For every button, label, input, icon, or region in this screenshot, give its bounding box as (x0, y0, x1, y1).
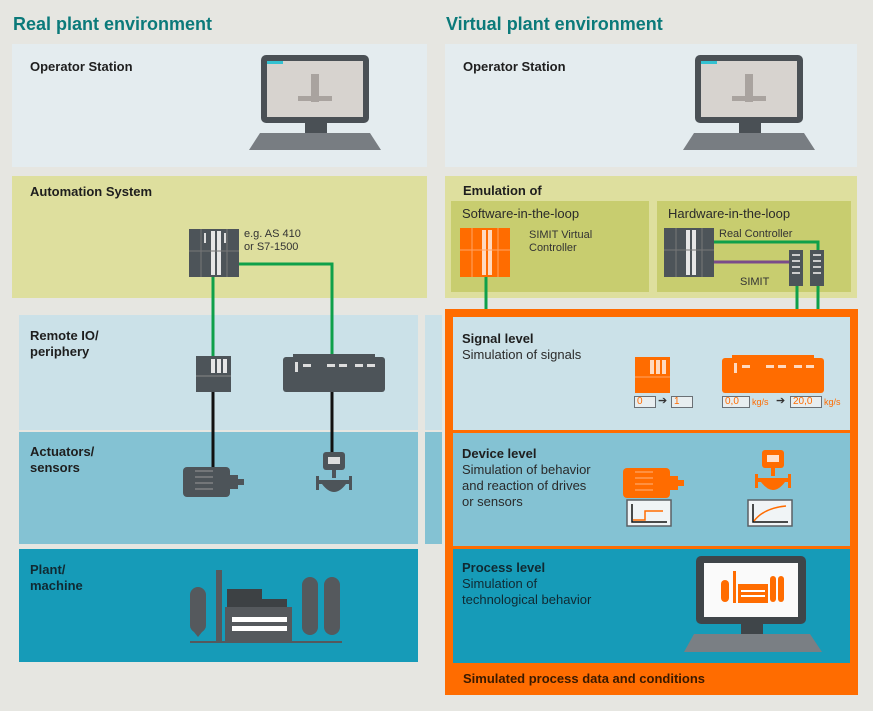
distributed-io-icon (283, 354, 385, 392)
controller-note-line1: e.g. AS 410 (244, 228, 301, 240)
sil-label-line1: SIMIT Virtual (529, 229, 593, 241)
process-level-subtitle: Simulation of technological behavior (462, 576, 591, 608)
simit-label: SIMIT (740, 276, 770, 288)
real-controller-icon (664, 228, 714, 277)
device-sub-line3: or sensors (462, 494, 523, 509)
controller-note-line2: or S7-1500 (244, 241, 299, 253)
remote-io-line1: Remote IO/ (30, 328, 99, 343)
band-divider-strip (425, 315, 442, 430)
process-simulation-monitor-icon (684, 556, 822, 652)
simulated-motor-icon (623, 468, 684, 498)
flow-sensor-icon (316, 452, 352, 492)
plant-line2: machine (30, 578, 83, 593)
ramp-response-chart-icon (747, 499, 793, 527)
process-sub-line1: Simulation of (462, 576, 538, 591)
device-sub-line2: and reaction of drives (462, 478, 587, 493)
operator-station-label: Operator Station (463, 59, 566, 74)
analog-input-value: 0,0 (722, 396, 750, 408)
plant-line1: Plant/ (30, 562, 66, 577)
process-level-title: Process level (462, 560, 546, 575)
simulated-flow-sensor-icon (755, 450, 791, 490)
real-plant-heading: Real plant environment (13, 14, 213, 34)
signal-level-title: Signal level (462, 331, 534, 346)
operator-monitor-icon (249, 55, 381, 150)
analog-input-unit: kg/s (752, 397, 769, 407)
digital-io-module-icon (635, 357, 670, 393)
analog-output-unit: kg/s (824, 397, 841, 407)
signal-level-subtitle: Simulation of signals (462, 347, 582, 362)
arrow-icon: ➔ (776, 395, 786, 407)
actuators-label: Actuators/ sensors (30, 444, 94, 476)
industrial-plant-icon (190, 570, 342, 643)
process-sub-line2: technological behavior (462, 592, 592, 607)
sil-title: Software-in-the-loop (462, 206, 580, 221)
emulation-title: Emulation of (463, 183, 542, 198)
band-divider-strip (425, 432, 442, 544)
operator-monitor-icon (683, 55, 815, 150)
remote-io-module-icon (196, 356, 231, 392)
virtual-plant-heading: Virtual plant environment (446, 14, 663, 34)
actuators-line1: Actuators/ (30, 444, 95, 459)
hil-title: Hardware-in-the-loop (668, 206, 791, 221)
simit-virtual-controller-icon (460, 228, 510, 277)
real-controller-label: Real Controller (719, 228, 793, 240)
motor-icon (183, 467, 244, 497)
analog-io-module-icon (722, 355, 824, 393)
sil-label-line2: Controller (529, 242, 577, 254)
actuators-line2: sensors (30, 460, 80, 475)
controller-note: e.g. AS 410 or S7-1500 (244, 228, 301, 254)
remote-io-line2: periphery (30, 344, 90, 359)
device-level-subtitle: Simulation of behavior and reaction of d… (462, 462, 591, 510)
automation-system-label: Automation System (30, 184, 153, 199)
sil-label: SIMIT Virtual Controller (529, 229, 592, 255)
automation-controller-icon (189, 229, 239, 277)
analog-output-value: 20,0 (790, 396, 822, 408)
device-sub-line1: Simulation of behavior (462, 462, 591, 477)
simit-io-modules-icon (789, 250, 824, 286)
remote-io-label: Remote IO/ periphery (30, 328, 99, 360)
plant-label: Plant/ machine (30, 562, 83, 594)
step-response-chart-icon (626, 499, 672, 527)
arrow-icon: ➔ (658, 395, 668, 407)
device-level-title: Device level (462, 446, 537, 461)
digital-input-value: 0 (634, 396, 656, 408)
operator-station-label: Operator Station (30, 59, 133, 74)
digital-output-value: 1 (671, 396, 693, 408)
footer-label: Simulated process data and conditions (463, 671, 705, 686)
